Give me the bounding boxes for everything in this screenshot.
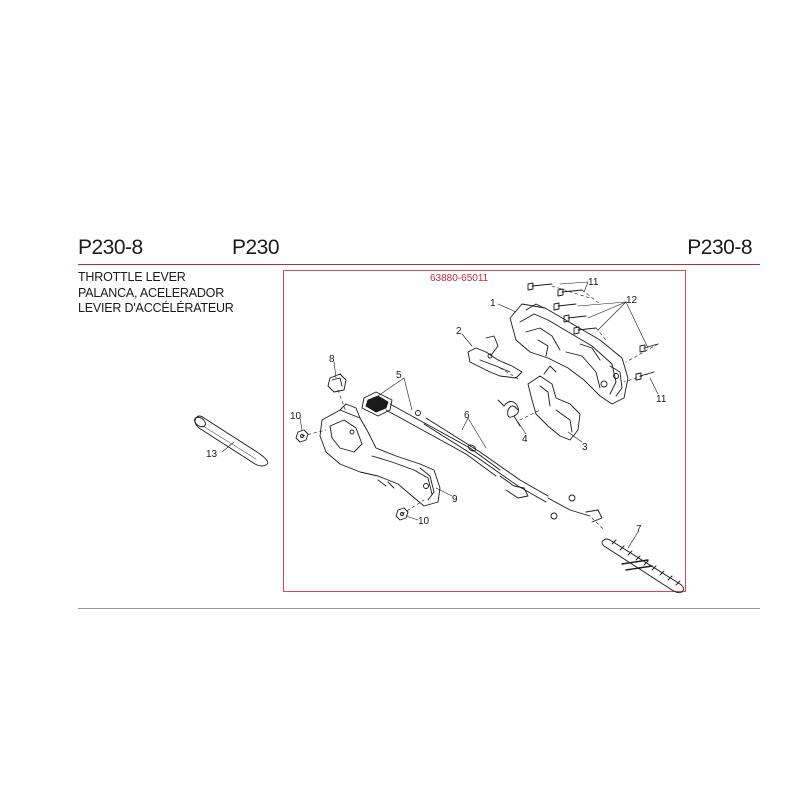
callout-11-upper: 11 bbox=[588, 277, 599, 288]
throttle-lever-part bbox=[527, 365, 581, 441]
callout-13: 13 bbox=[206, 449, 218, 460]
header-rule bbox=[78, 264, 760, 265]
nut-part-upper bbox=[295, 429, 309, 443]
callout-2: 2 bbox=[456, 326, 462, 337]
title-french: LEVIER D'ACCÉLÉRATEUR bbox=[78, 301, 234, 315]
title-spanish: PALANCA, ACELERADOR bbox=[78, 285, 225, 300]
callout-1: 1 bbox=[490, 298, 496, 309]
callout-7: 7 bbox=[636, 524, 642, 535]
assembly-frame bbox=[283, 270, 686, 592]
callout-4: 4 bbox=[522, 434, 528, 445]
callout-10-lower: 10 bbox=[418, 516, 430, 527]
cap-part bbox=[327, 373, 347, 393]
trigger-part bbox=[467, 335, 523, 379]
drive-shaft-part bbox=[601, 538, 685, 594]
callout-3: 3 bbox=[582, 442, 588, 453]
upper-housing-part bbox=[509, 303, 629, 405]
section-titles: THROTTLE LEVER PALANCA, ACELERADOR LEVIE… bbox=[78, 270, 234, 317]
callout-10-upper: 10 bbox=[290, 411, 302, 422]
callout-9: 9 bbox=[452, 494, 458, 505]
assembly-guide-lines bbox=[301, 285, 659, 531]
switch-part bbox=[361, 391, 501, 477]
page-code-right: P230-8 bbox=[687, 236, 752, 259]
callout-leaders bbox=[221, 281, 659, 549]
callout-11-lower: 11 bbox=[656, 394, 667, 405]
screw-parts-11 bbox=[527, 282, 655, 381]
page-code-left: P230-8 bbox=[78, 236, 143, 259]
footer-rule bbox=[78, 608, 760, 609]
nut-part-lower bbox=[395, 507, 409, 521]
callout-6: 6 bbox=[464, 410, 470, 421]
callout-5: 5 bbox=[396, 370, 402, 381]
throttle-cable-part bbox=[423, 417, 603, 523]
spring-part bbox=[497, 399, 521, 427]
screw-parts-12 bbox=[553, 302, 659, 353]
assembly-part-number: 63880-65011 bbox=[430, 273, 489, 284]
model-name: P230 bbox=[232, 236, 280, 259]
callout-12: 12 bbox=[626, 295, 638, 306]
grip-tube-part bbox=[194, 415, 269, 467]
title-english: THROTTLE LEVER bbox=[78, 270, 186, 284]
lower-housing-part bbox=[319, 403, 441, 507]
callout-8: 8 bbox=[329, 354, 335, 365]
